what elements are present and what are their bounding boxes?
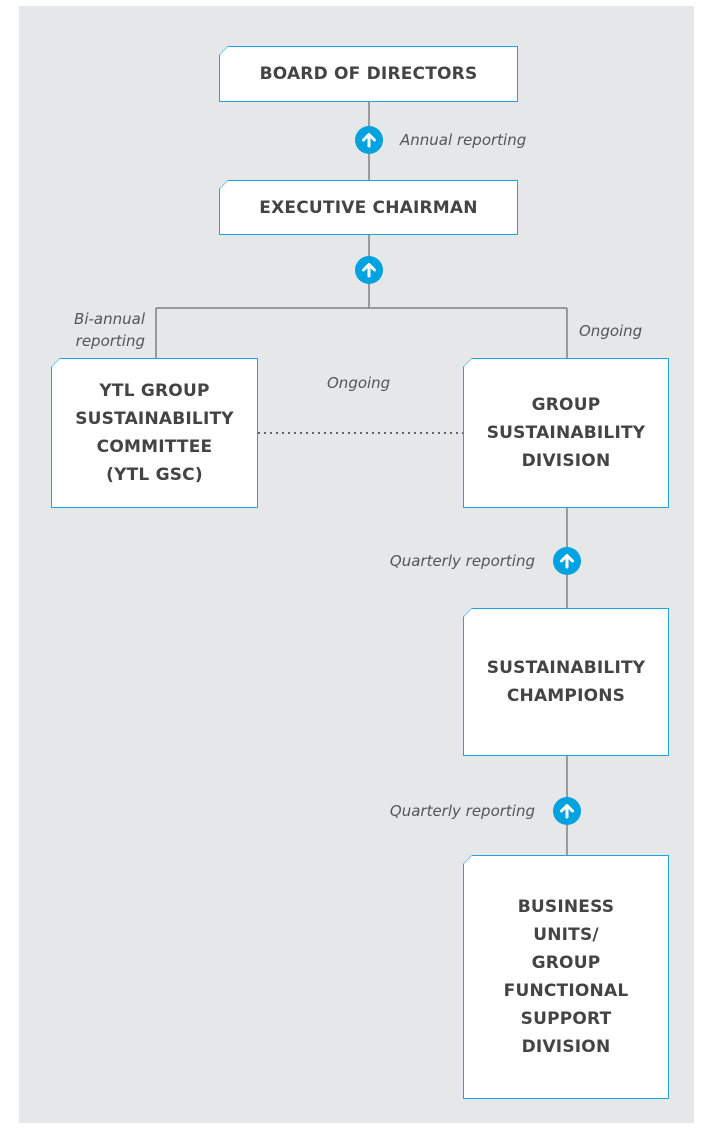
node-label: EXECUTIVE CHAIRMAN <box>259 197 478 218</box>
up-arrow-icon <box>553 547 581 575</box>
up-arrow-icon <box>355 256 383 284</box>
node-label: BUSINESS UNITS/ GROUP FUNCTIONAL SUPPORT… <box>503 897 629 1057</box>
edge-label-quarterly-reporting-1: Quarterly reporting <box>389 552 535 570</box>
node-label: YTL GROUP SUSTAINABILITY COMMITTEE (YTL … <box>75 381 234 485</box>
node-sustainability-champions: SUSTAINABILITY CHAMPIONS <box>463 608 669 756</box>
node-label: GROUP SUSTAINABILITY DIVISION <box>486 395 646 471</box>
node-label: SUSTAINABILITY CHAMPIONS <box>486 658 646 706</box>
edge-label-ongoing-right: Ongoing <box>579 322 643 340</box>
node-group-sustainability-division: GROUP SUSTAINABILITY DIVISION <box>463 358 669 508</box>
edge-label-quarterly-reporting-2: Quarterly reporting <box>389 802 535 820</box>
node-executive-chairman: EXECUTIVE CHAIRMAN <box>219 180 518 235</box>
edge-label-ongoing-mid: Ongoing <box>327 374 391 392</box>
node-label: BOARD OF DIRECTORS <box>259 64 478 84</box>
edge-label-bi-annual-reporting: Bi-annual reporting <box>74 310 145 350</box>
node-ytl-group-sustainability-committee: YTL GROUP SUSTAINABILITY COMMITTEE (YTL … <box>51 358 258 508</box>
node-board-of-directors: BOARD OF DIRECTORS <box>219 46 518 102</box>
node-business-units: BUSINESS UNITS/ GROUP FUNCTIONAL SUPPORT… <box>463 855 669 1099</box>
up-arrow-icon <box>355 126 383 154</box>
edge-label-annual-reporting: Annual reporting <box>400 131 527 149</box>
up-arrow-icon <box>553 797 581 825</box>
